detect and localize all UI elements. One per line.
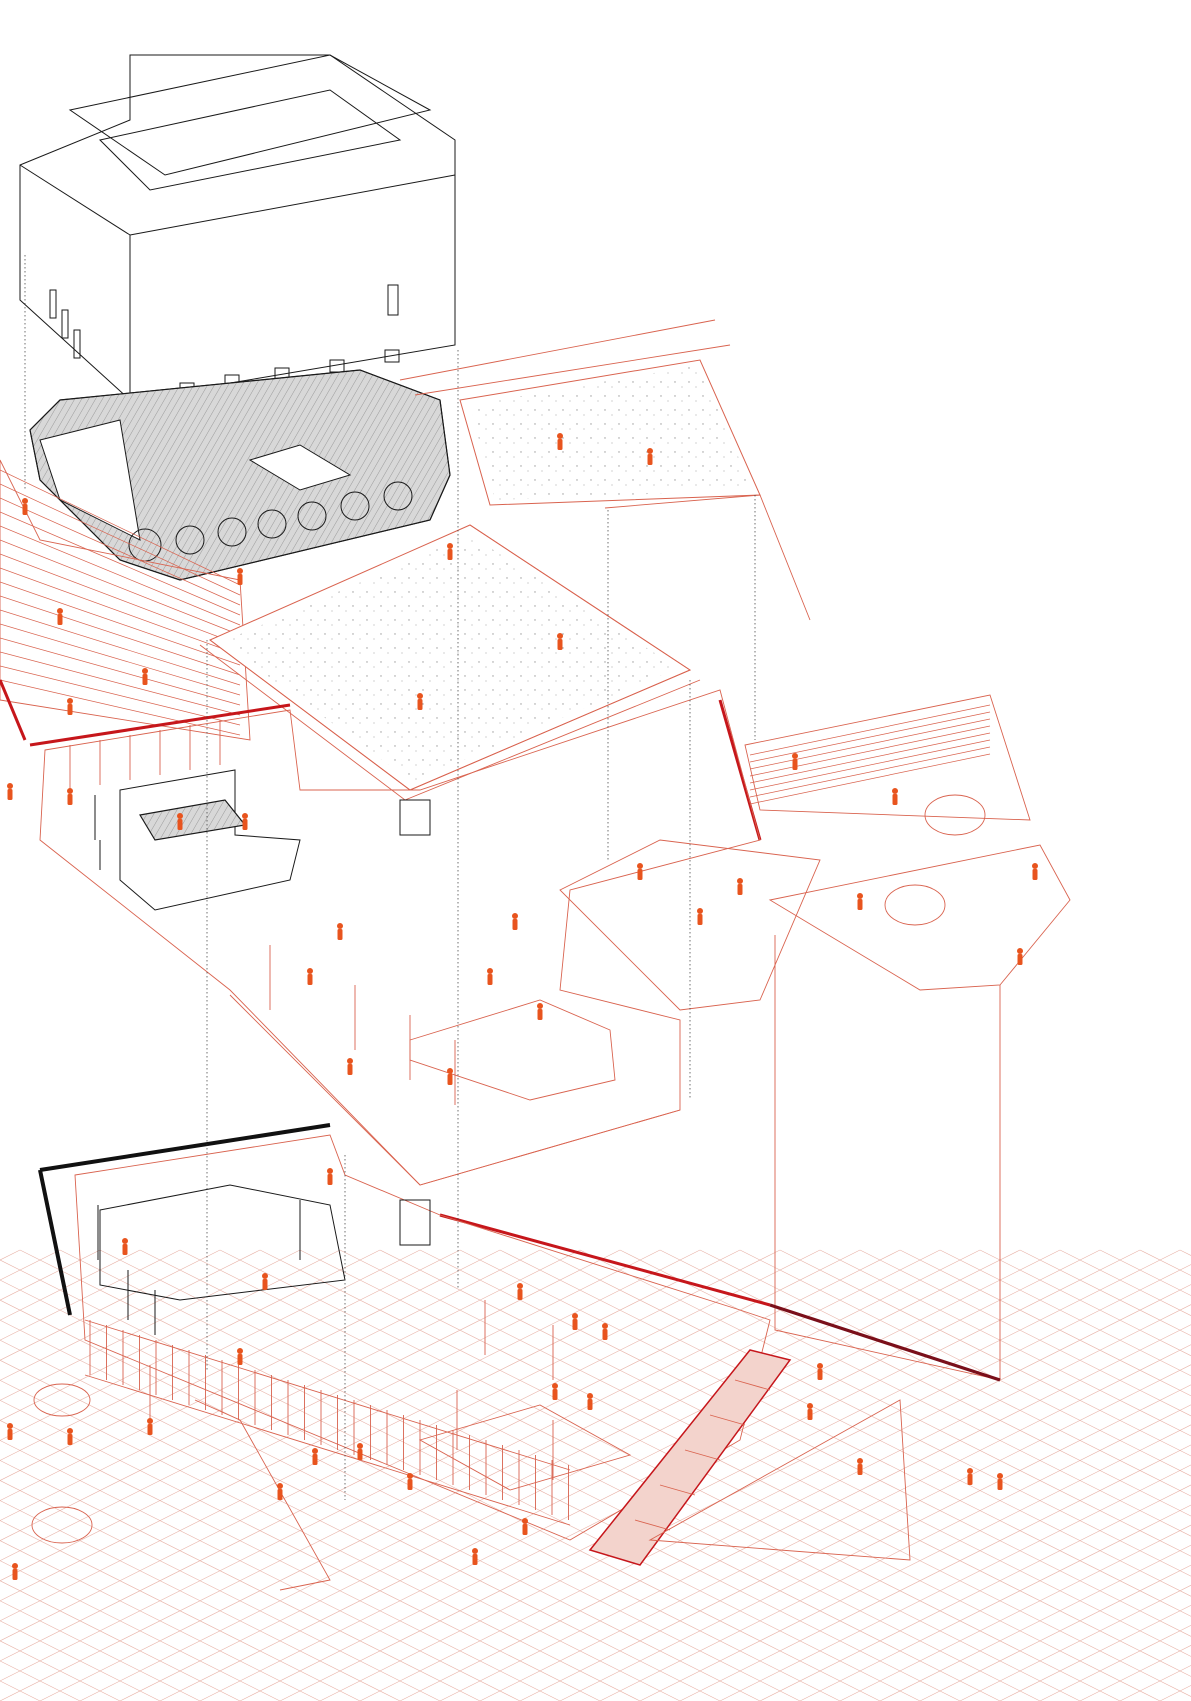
person-figure <box>647 448 653 465</box>
person-figure <box>142 668 148 685</box>
person-figure <box>807 1403 813 1420</box>
person-figure <box>697 908 703 925</box>
person-figure <box>557 433 563 450</box>
upper-floor-plan <box>29 369 451 581</box>
ground-grid <box>0 1249 1191 1701</box>
roof-garden-middle <box>199 524 701 801</box>
person-figure <box>522 1518 528 1535</box>
person-figure <box>57 608 63 625</box>
person-figure <box>277 1483 283 1500</box>
existing-building-block <box>19 54 456 401</box>
person-figure <box>602 1323 608 1340</box>
ground-level <box>31 1123 1001 1591</box>
person-figure <box>552 1383 558 1400</box>
person-figure <box>572 1313 578 1330</box>
glazed-facade-ground <box>84 1319 571 1526</box>
person-figure <box>22 498 28 515</box>
person-figure <box>262 1273 268 1290</box>
person-figure <box>517 1283 523 1300</box>
hexagonal-rooms <box>128 481 413 562</box>
person-figure <box>512 913 518 930</box>
person-figure <box>1017 948 1023 965</box>
person-figure <box>557 633 563 650</box>
person-figure <box>312 1448 318 1465</box>
person-figure <box>967 1468 973 1485</box>
person-figure <box>857 893 863 910</box>
columns-ground <box>149 1300 554 1480</box>
ground-rooms <box>97 1184 431 1335</box>
person-figure <box>417 693 423 710</box>
person-figure <box>7 1423 13 1440</box>
person-figure <box>147 1418 153 1435</box>
person-figure <box>892 788 898 805</box>
person-figure <box>67 1428 73 1445</box>
person-figure <box>587 1393 593 1410</box>
person-figure <box>67 788 73 805</box>
person-figure <box>177 813 183 830</box>
person-figure <box>347 1058 353 1075</box>
person-figure <box>637 863 643 880</box>
person-figure <box>472 1548 478 1565</box>
person-figure <box>337 923 343 940</box>
person-figure <box>237 568 243 585</box>
person-figure <box>447 543 453 560</box>
person-figure <box>817 1363 823 1380</box>
person-figure <box>7 783 13 800</box>
person-figure <box>67 698 73 715</box>
gallery-rooms <box>94 769 431 911</box>
person-figure <box>1032 863 1038 880</box>
stair-ramp <box>588 1349 792 1566</box>
person-figure <box>357 1443 363 1460</box>
person-figure <box>857 1458 863 1475</box>
person-figure <box>487 968 493 985</box>
roof-garden-upper <box>399 319 811 621</box>
alignment-lines <box>24 255 756 1500</box>
person-figure <box>447 1068 453 1085</box>
person-figure <box>327 1168 333 1185</box>
glazed-facade-middle <box>69 720 221 790</box>
middle-gallery-level <box>0 679 762 1186</box>
person-figure <box>737 878 743 895</box>
person-figure <box>997 1473 1003 1490</box>
person-figure <box>237 1348 243 1365</box>
terraced-seating-right <box>559 694 1071 1381</box>
person-figure <box>537 1003 543 1020</box>
person-figure <box>307 968 313 985</box>
person-figure <box>407 1473 413 1490</box>
person-figure <box>122 1238 128 1255</box>
person-figure <box>792 753 798 770</box>
person-figure <box>12 1563 18 1580</box>
columns-middle <box>269 945 456 1105</box>
person-figure <box>242 813 248 830</box>
